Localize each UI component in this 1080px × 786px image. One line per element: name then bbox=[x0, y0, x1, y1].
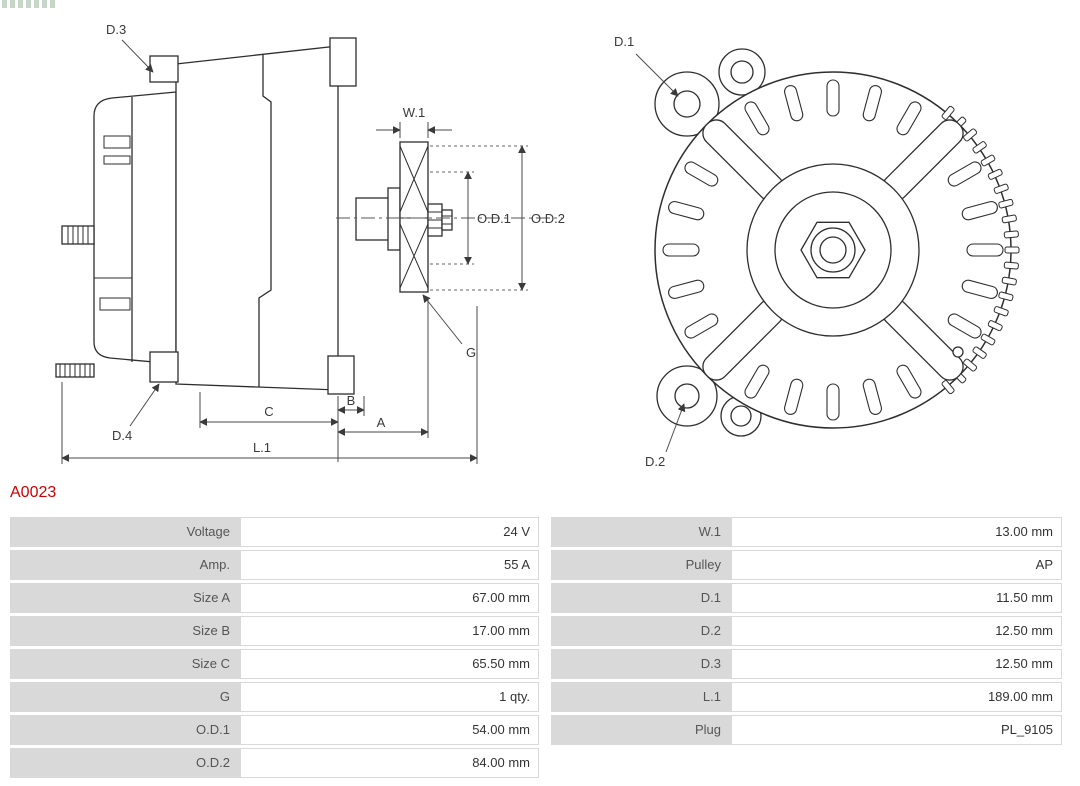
spec-value: 13.00 mm bbox=[731, 517, 1062, 547]
spec-label: W.1 bbox=[551, 517, 731, 547]
spacer bbox=[539, 715, 551, 745]
table-row: O.D.2 84.00 mm bbox=[10, 748, 1062, 778]
spec-value: 84.00 mm bbox=[240, 748, 539, 778]
spacer bbox=[539, 748, 551, 778]
spec-label: L.1 bbox=[551, 682, 731, 712]
spec-value: 24 V bbox=[240, 517, 539, 547]
spec-value: 17.00 mm bbox=[240, 616, 539, 646]
spacer bbox=[539, 517, 551, 547]
table-row: Amp. 55 A Pulley AP bbox=[10, 550, 1062, 580]
spacer bbox=[539, 616, 551, 646]
table-row: Size A 67.00 mm D.1 11.50 mm bbox=[10, 583, 1062, 613]
spec-table: Voltage 24 V W.1 13.00 mm Amp. 55 A Pull… bbox=[10, 517, 1062, 778]
dim-label-c: C bbox=[264, 404, 273, 419]
alternator-drawing-svg: D.3 D.4 W.1 O.D.1 O.D.2 G C B A L.1 bbox=[55, 22, 1020, 469]
dim-label-d3: D.3 bbox=[106, 22, 126, 37]
spec-label-empty bbox=[551, 748, 731, 778]
dim-label-od2: O.D.2 bbox=[531, 211, 565, 226]
spec-value: 1 qty. bbox=[240, 682, 539, 712]
dim-label-l1: L.1 bbox=[253, 440, 271, 455]
dim-label-w1: W.1 bbox=[403, 105, 425, 120]
logo-fragment bbox=[2, 0, 56, 8]
part-number: A0023 bbox=[10, 484, 57, 501]
spec-value: AP bbox=[731, 550, 1062, 580]
spec-label: Voltage bbox=[10, 517, 240, 547]
table-row: Size B 17.00 mm D.2 12.50 mm bbox=[10, 616, 1062, 646]
table-row: G 1 qty. L.1 189.00 mm bbox=[10, 682, 1062, 712]
dim-label-od1: O.D.1 bbox=[477, 211, 511, 226]
dim-label-a: A bbox=[377, 415, 386, 430]
spec-value-empty bbox=[731, 748, 1062, 778]
spacer bbox=[539, 550, 551, 580]
spec-value: 55 A bbox=[240, 550, 539, 580]
side-view bbox=[55, 37, 562, 395]
table-row: Size C 65.50 mm D.3 12.50 mm bbox=[10, 649, 1062, 679]
spec-label: Pulley bbox=[551, 550, 731, 580]
front-view-dimensions bbox=[635, 53, 686, 453]
spec-label: G bbox=[10, 682, 240, 712]
side-view-dimensions bbox=[61, 39, 526, 464]
dim-label-g: G bbox=[466, 345, 476, 360]
dim-label-d4: D.4 bbox=[112, 428, 132, 443]
front-view bbox=[654, 48, 1020, 437]
spec-label: Plug bbox=[551, 715, 731, 745]
spec-value: PL_9105 bbox=[731, 715, 1062, 745]
spec-label: Size B bbox=[10, 616, 240, 646]
spec-label: Size A bbox=[10, 583, 240, 613]
spec-value: 11.50 mm bbox=[731, 583, 1062, 613]
spec-value: 12.50 mm bbox=[731, 616, 1062, 646]
spec-value: 12.50 mm bbox=[731, 649, 1062, 679]
table-row: O.D.1 54.00 mm Plug PL_9105 bbox=[10, 715, 1062, 745]
spacer bbox=[539, 682, 551, 712]
spec-label: Amp. bbox=[10, 550, 240, 580]
spec-label: D.1 bbox=[551, 583, 731, 613]
spec-label: D.2 bbox=[551, 616, 731, 646]
technical-drawing: D.3 D.4 W.1 O.D.1 O.D.2 G C B A L.1 bbox=[55, 22, 1020, 469]
dim-label-b: B bbox=[347, 393, 356, 408]
spec-label: Size C bbox=[10, 649, 240, 679]
spec-label: O.D.2 bbox=[10, 748, 240, 778]
spacer bbox=[539, 583, 551, 613]
dim-label-d1: D.1 bbox=[614, 34, 634, 49]
table-row: Voltage 24 V W.1 13.00 mm bbox=[10, 517, 1062, 547]
spec-value: 54.00 mm bbox=[240, 715, 539, 745]
spec-label: O.D.1 bbox=[10, 715, 240, 745]
spec-value: 65.50 mm bbox=[240, 649, 539, 679]
spacer bbox=[539, 649, 551, 679]
spec-label: D.3 bbox=[551, 649, 731, 679]
dim-label-d2: D.2 bbox=[645, 454, 665, 469]
spec-value: 67.00 mm bbox=[240, 583, 539, 613]
spec-value: 189.00 mm bbox=[731, 682, 1062, 712]
